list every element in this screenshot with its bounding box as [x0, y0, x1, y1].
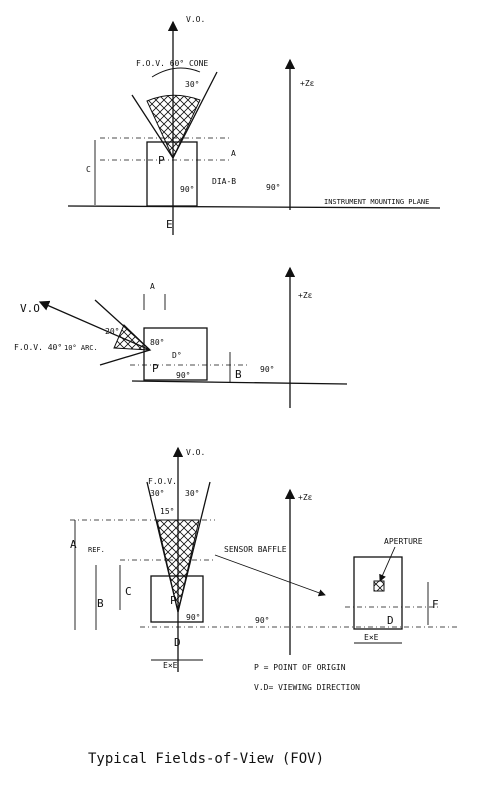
fov-cone-label: F.O.V. 60° CONE: [136, 59, 208, 68]
angle-90-inner-2: 90°: [176, 371, 190, 380]
label-a-3: A: [70, 538, 77, 551]
fov-label-3: F.O.V.: [148, 477, 177, 486]
label-e-1: E: [166, 218, 173, 231]
diagram-3: V.O. F.O.V. 30° 30° 15° P 90° A REF. B C…: [70, 446, 460, 672]
label-p-1: P: [158, 154, 165, 167]
angle-90-inner-1: 90°: [180, 185, 194, 194]
ze-label-2: +Zε: [298, 291, 313, 300]
label-c-3: C: [125, 585, 132, 598]
legend-viewing-direction: V.D= VIEWING DIRECTION: [254, 683, 360, 692]
label-b-3: B: [97, 597, 104, 610]
angle-90-inner-3: 90°: [186, 613, 200, 622]
angle-30-right: 30°: [185, 489, 199, 498]
label-a-1: A: [231, 149, 236, 158]
label-a-2: A: [150, 282, 155, 291]
label-p-3: P: [170, 594, 177, 607]
label-f: F: [432, 598, 439, 611]
angle-30-label-1: 30°: [185, 80, 199, 89]
angle-90-outer-3: 90°: [255, 616, 269, 625]
fov-label-2: F.O.V. 40°: [14, 343, 62, 352]
angle-15-label: 15°: [160, 507, 174, 516]
hatched-fov-3: [156, 519, 200, 613]
vo-label-3: V.O.: [186, 448, 205, 457]
vo-label-2: V.O: [20, 302, 40, 315]
angle-20-label: 20°: [105, 327, 119, 336]
angle-90-outer-2: 90°: [260, 365, 274, 374]
sensor-baffle-label: SENSOR BAFFLE: [224, 545, 287, 554]
mounting-plane-line: [67, 205, 441, 209]
vo-label-1: V.O.: [186, 15, 205, 24]
ze-label-3: +Zε: [298, 493, 313, 502]
side-view-block: [353, 556, 403, 630]
dia-b-label: DIA-B: [212, 177, 236, 186]
hatched-fov-2: [113, 324, 152, 351]
exe-label-1: E×E: [163, 661, 178, 670]
instrument-block-3: [150, 575, 204, 623]
label-d-3: D: [174, 636, 181, 649]
mounting-plane-label: INSTRUMENT MOUNTING PLANE: [324, 198, 429, 206]
angle-90-outer-1: 90°: [266, 183, 280, 192]
aperture-label: APERTURE: [384, 537, 423, 546]
diagram-2: V.O F.O.V. 40° 10° ARC. 20° 80° D° P 90°…: [14, 266, 348, 408]
angle-30-left: 30°: [150, 489, 164, 498]
instrument-block-2: [143, 327, 208, 381]
hatched-fov-1: [146, 94, 201, 160]
angle-d-label: D°: [172, 351, 182, 360]
aperture-square: [373, 580, 385, 592]
label-b-2: B: [235, 368, 242, 381]
arc-label-2: 10° ARC.: [64, 344, 98, 352]
angle-80-label: 80°: [150, 338, 164, 347]
label-p-2: P: [152, 362, 159, 375]
diagram-1: V.O. F.O.V. 60° CONE 30° A C P DIA-B 90°…: [67, 15, 441, 235]
fov-cone-1: [131, 71, 218, 159]
baffle-arrow: [214, 554, 326, 597]
legend-point-of-origin: P = POINT OF ORIGIN: [254, 663, 346, 672]
label-d-side: D: [387, 614, 394, 627]
figure-caption: Typical Fields-of-View (FOV): [88, 751, 324, 767]
legend: P = POINT OF ORIGIN V.D= VIEWING DIRECTI…: [254, 663, 360, 692]
mounting-plane-2: [131, 380, 348, 385]
ref-label: REF.: [88, 546, 105, 554]
label-c-1: C: [86, 165, 91, 174]
ze-label-1: +Zε: [300, 79, 315, 88]
exe-label-2: E×E: [364, 633, 379, 642]
cone-arc-1: [151, 67, 201, 78]
